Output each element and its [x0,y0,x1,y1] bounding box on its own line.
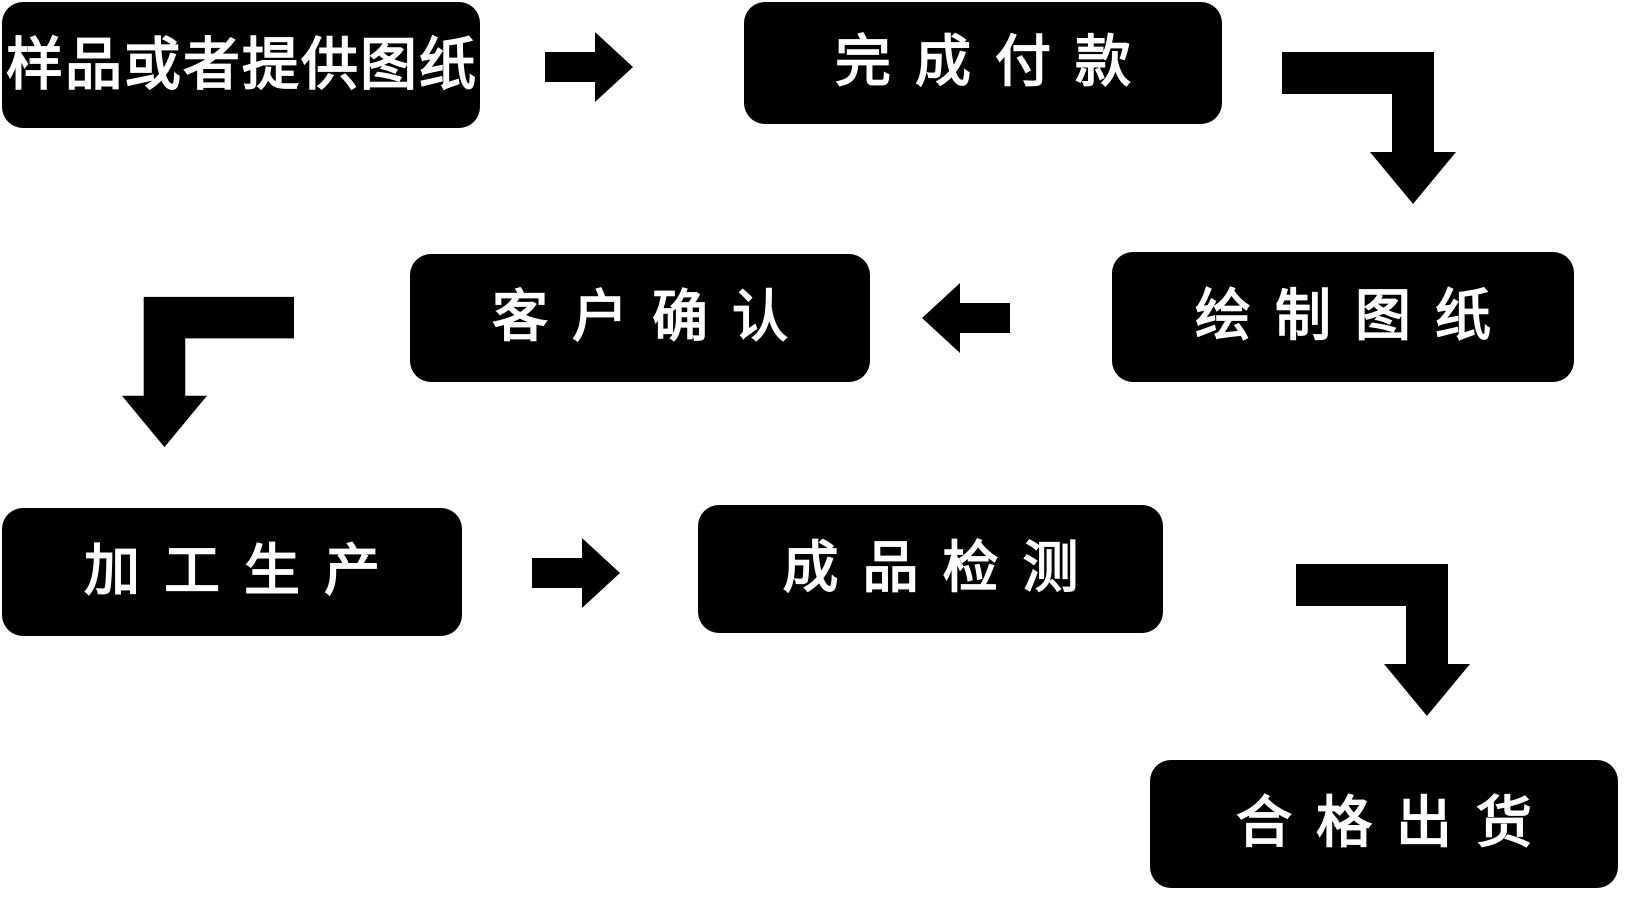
arrow-right-1-shape [545,32,633,102]
arrow-right-2-shape [532,538,620,608]
flow-node-customer-confirmation: 客户确认 [410,254,870,382]
flow-node-qualified-shipment: 合格出货 [1150,760,1618,888]
flow-node-sample-or-drawing: 样品或者提供图纸 [2,2,480,128]
flow-node-draw-drawings: 绘制图纸 [1112,252,1574,382]
arrow-left-icon [922,283,1010,353]
arrow-elbow-down-right-2-icon [1296,564,1470,716]
arrow-elbow-down-right-1-shape [1282,52,1456,204]
arrow-right-2-icon [532,538,620,608]
arrow-elbow-down-left-icon [121,296,294,448]
arrow-elbow-down-right-1-icon [1282,52,1456,204]
flow-node-processing-production: 加工生产 [2,508,462,636]
arrow-left-shape [922,283,1010,353]
flow-node-finished-product-inspection: 成品检测 [698,505,1163,633]
arrow-right-1-icon [545,32,633,102]
flow-node-complete-payment: 完成付款 [744,2,1222,124]
arrow-elbow-down-left-shape [121,296,294,448]
arrow-elbow-down-right-2-shape [1296,564,1470,716]
